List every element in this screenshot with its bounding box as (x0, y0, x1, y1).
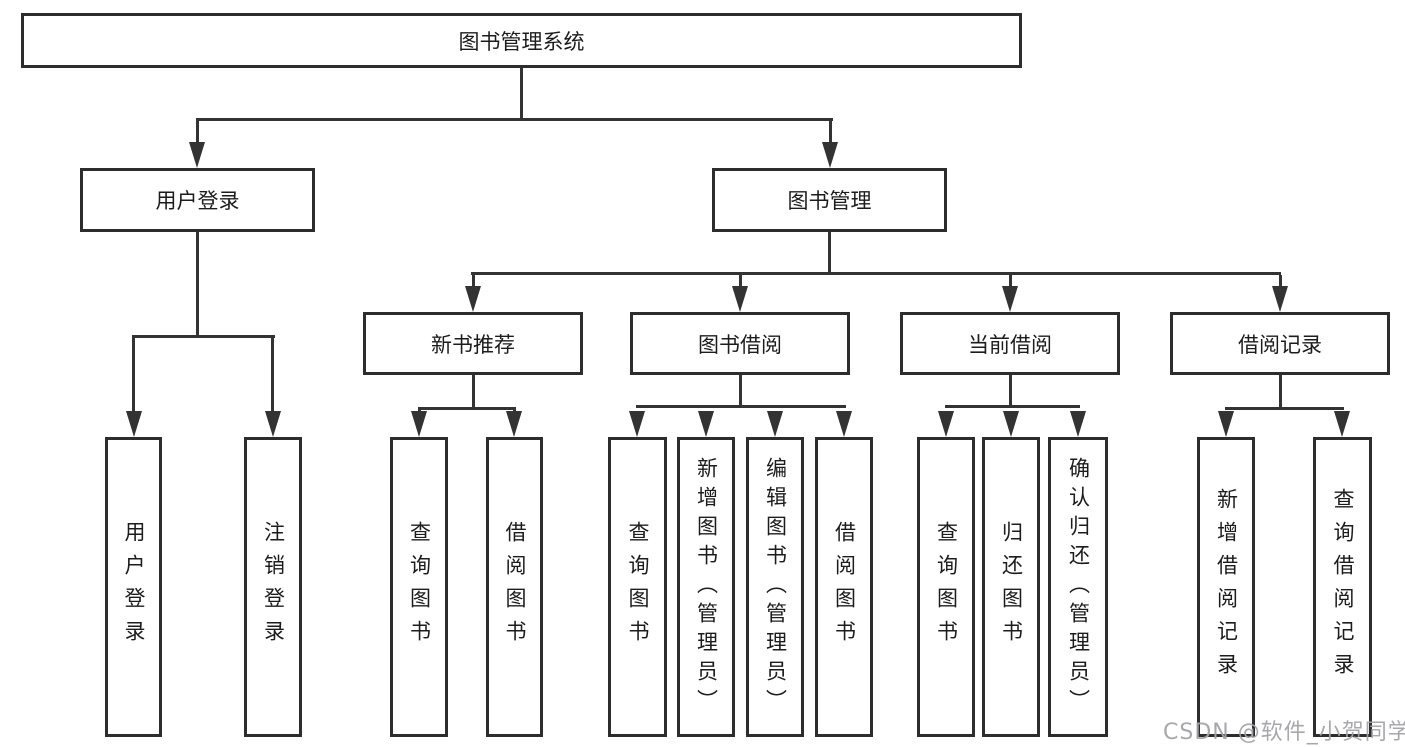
leaf-node-bb-edit-books-admin-label: 编辑图书（管理员） (763, 456, 788, 718)
connector-drop-leaf-logout (271, 338, 274, 411)
node-current-borrow-label: 当前借阅 (968, 332, 1052, 357)
leaf-node-bb-borrow-books-label: 借阅图书 (832, 521, 857, 653)
leaf-node-cb-confirm-return-admin: 确认归还（管理员） (1048, 437, 1108, 737)
leaf-node-nb-borrow-books: 借阅图书 (486, 437, 543, 737)
arrowhead-book-management (822, 142, 838, 168)
arrowhead-nb-borrow (506, 411, 522, 437)
arrowhead-bb-edit (767, 411, 783, 437)
leaf-node-rec-query-record-label: 查询借阅记录 (1331, 488, 1355, 686)
arrowhead-current-borrow (1002, 286, 1018, 312)
connector-drop-new-book (472, 275, 475, 287)
arrowhead-bb-borrow (836, 411, 852, 437)
arrowhead-leaf-logout (265, 411, 281, 437)
leaf-node-bb-edit-books-admin: 编辑图书（管理员） (746, 437, 804, 737)
leaf-node-bb-query-books-label: 查询图书 (626, 521, 650, 653)
branch-node-book-management: 图书管理 (712, 168, 947, 232)
connector-currentborrow-stem (1009, 375, 1012, 405)
connector-root-stem (520, 68, 523, 118)
connector-currentborrow-rail (945, 405, 1080, 408)
leaf-node-nb-query-books-label: 查询图书 (407, 521, 432, 653)
connector-newbook-rail (418, 407, 516, 410)
connector-drop-leaf-login (132, 338, 135, 411)
leaf-node-nb-query-books: 查询图书 (390, 437, 448, 737)
branch-node-user-login: 用户登录 (80, 168, 315, 232)
node-new-book-recommend-label: 新书推荐 (431, 332, 515, 357)
arrowhead-cb-return (1003, 411, 1019, 437)
leaf-node-bb-add-books-admin-label: 新增图书（管理员） (694, 456, 719, 718)
connector-userlogin-rail (132, 335, 275, 338)
arrowhead-rec-add (1218, 411, 1234, 437)
connector-drop-borrow-records (1279, 275, 1282, 287)
connector-root-rail (196, 118, 833, 121)
leaf-node-user-login: 用户登录 (105, 437, 162, 737)
leaf-node-bb-borrow-books: 借阅图书 (815, 437, 873, 737)
leaf-node-bb-query-books: 查询图书 (608, 437, 667, 737)
arrowhead-cb-query (938, 411, 954, 437)
leaf-node-cb-return-books: 归还图书 (982, 437, 1040, 737)
connector-bookmgmt-stem (828, 232, 831, 272)
connector-bookmgmt-rail (471, 272, 1281, 275)
arrowhead-leaf-login (126, 411, 142, 437)
node-book-borrow: 图书借阅 (630, 312, 850, 375)
arrowhead-nb-query (411, 411, 427, 437)
arrowhead-bb-add (698, 411, 714, 437)
leaf-node-cb-query-books-label: 查询图书 (934, 521, 959, 653)
arrowhead-rec-query (1334, 411, 1350, 437)
connector-drop-book-management (829, 121, 832, 143)
arrowhead-borrow-records (1272, 286, 1288, 312)
arrowhead-cb-confirm (1070, 411, 1086, 437)
branch-node-user-login-label: 用户登录 (155, 189, 240, 213)
arrowhead-user-login (189, 142, 205, 168)
root-node-label: 图书管理系统 (458, 29, 585, 54)
connector-records-stem (1279, 375, 1282, 407)
leaf-node-logout: 注销登录 (244, 437, 302, 737)
leaf-node-rec-query-record: 查询借阅记录 (1313, 437, 1372, 737)
csdn-watermark: CSDN @软件_小贺同学 (1163, 720, 1405, 745)
leaf-node-cb-query-books: 查询图书 (917, 437, 975, 737)
connector-records-rail (1225, 407, 1344, 410)
root-node-library-management-system: 图书管理系统 (21, 13, 1022, 68)
node-borrow-records: 借阅记录 (1170, 312, 1390, 375)
leaf-node-bb-add-books-admin: 新增图书（管理员） (677, 437, 735, 737)
leaf-node-rec-add-record: 新增借阅记录 (1197, 437, 1255, 737)
arrowhead-book-borrow (732, 286, 748, 312)
connector-drop-user-login (196, 121, 199, 143)
node-new-book-recommend: 新书推荐 (363, 312, 583, 375)
connector-userlogin-stem (196, 232, 199, 335)
leaf-node-logout-label: 注销登录 (261, 521, 286, 653)
arrowhead-bb-query (629, 411, 645, 437)
connector-bookborrow-stem (739, 375, 742, 405)
leaf-node-nb-borrow-books-label: 借阅图书 (503, 521, 527, 653)
leaf-node-cb-return-books-label: 归还图书 (999, 521, 1024, 653)
leaf-node-cb-confirm-return-admin-label: 确认归还（管理员） (1066, 456, 1091, 718)
connector-drop-current-borrow (1009, 275, 1012, 287)
connector-drop-book-borrow (739, 275, 742, 287)
connector-newbook-stem (472, 375, 475, 407)
node-book-borrow-label: 图书借阅 (698, 332, 782, 357)
node-borrow-records-label: 借阅记录 (1238, 332, 1322, 357)
branch-node-book-management-label: 图书管理 (787, 189, 872, 213)
leaf-node-rec-add-record-label: 新增借阅记录 (1214, 488, 1239, 686)
leaf-node-user-login-label: 用户登录 (122, 521, 146, 653)
arrowhead-new-book (465, 286, 481, 312)
connector-bookborrow-rail (636, 405, 846, 408)
node-current-borrow: 当前借阅 (900, 312, 1120, 375)
